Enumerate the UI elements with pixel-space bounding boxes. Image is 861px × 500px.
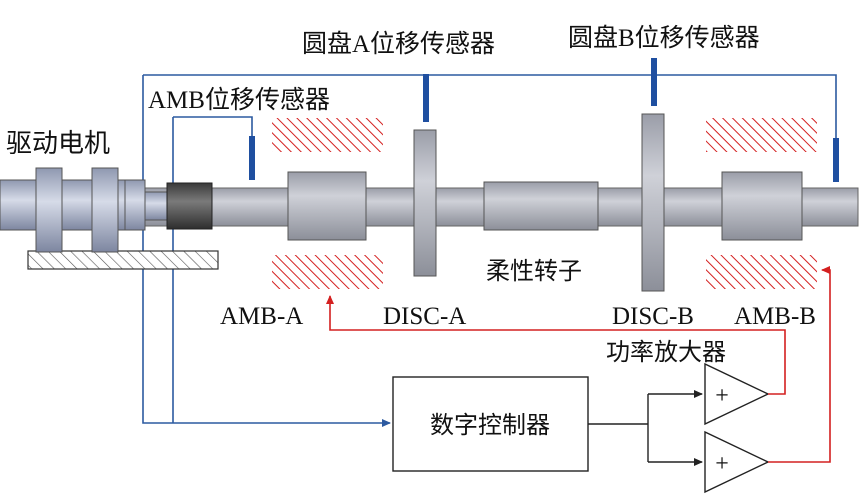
motor-base-plate (27, 250, 219, 270)
amb-b-displacement-sensor (833, 138, 839, 182)
drive-motor-label: 驱动电机 (6, 129, 110, 159)
amb-b-stator (706, 118, 817, 289)
controller-output-wiring (588, 390, 703, 466)
disc-b-label: DISC-B (612, 303, 694, 330)
amb-b-label: AMB-B (734, 303, 816, 330)
amb-a-label: AMB-A (220, 303, 303, 330)
rotor-center-sleeve (483, 181, 599, 231)
amb-b-sleeve (721, 171, 803, 241)
amplifier-lower-symbol: + (715, 451, 729, 477)
power-amplifier-lower: + (704, 430, 770, 494)
amb-sensor-label: AMB位移传感器 (148, 86, 330, 114)
amb-a-sleeve (287, 171, 367, 241)
amplifier-upper-symbol: + (715, 383, 729, 409)
drive-motor (0, 167, 168, 253)
disc-a-label: DISC-A (383, 303, 466, 330)
flexible-rotor-label: 柔性转子 (486, 257, 582, 285)
sensor-wiring (142, 60, 837, 427)
amb-a-displacement-sensor (249, 136, 255, 180)
digital-controller-label: 数字控制器 (430, 411, 550, 439)
drive-wiring (326, 266, 831, 463)
disc-a-displacement-sensor (423, 74, 429, 122)
amb-a-stator (272, 118, 383, 289)
disc-b-displacement-sensor (651, 58, 657, 106)
disc-b-sensor-label: 圆盘B位移传感器 (568, 24, 760, 52)
disc-a (413, 129, 437, 277)
disc-b (641, 113, 665, 292)
digital-controller-box (392, 376, 589, 472)
shaft-coupling (166, 182, 213, 230)
disc-a-sensor-label: 圆盘A位移传感器 (302, 30, 495, 58)
power-amplifier-upper: + (704, 362, 770, 426)
power-amplifier-label: 功率放大器 (606, 338, 726, 366)
